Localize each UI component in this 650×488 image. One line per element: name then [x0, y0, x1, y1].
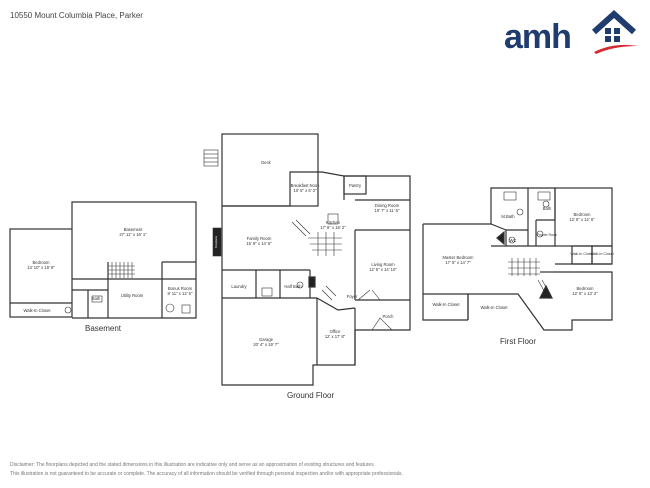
room-name: Master Bedroom — [443, 255, 474, 260]
room-name: Office — [330, 329, 342, 334]
room-name: Pantry — [349, 183, 362, 188]
room-name: Bedroom — [33, 260, 51, 265]
room-name: Bath — [92, 296, 101, 301]
room-name: Bonus Room — [168, 286, 193, 291]
room-name: Walk-In Closet — [590, 252, 613, 256]
first-floor-plan — [422, 187, 613, 331]
room-name: Basement — [124, 227, 144, 232]
property-address: 10550 Mount Columbia Place, Parker — [10, 11, 143, 20]
room-name: Walk-In Closet — [570, 252, 593, 256]
room-name: Half Bath — [284, 284, 302, 289]
room-name: Living Room — [371, 262, 395, 267]
disclaimer-line-2: This illustration is not guaranteed to b… — [10, 471, 403, 477]
ground-floor-plan — [203, 133, 411, 386]
room-name: Utility Room — [121, 293, 144, 298]
room-dims: 15' 8" x 14' 6" — [246, 241, 272, 246]
room-dims: 12' 6" x 12' 6" — [569, 217, 595, 222]
swoosh-icon — [594, 44, 638, 54]
room-name: Bedroom — [574, 212, 592, 217]
amh-logo: amh — [504, 9, 638, 56]
room-name: Garage — [259, 337, 274, 342]
room-dims: 17' 6" x 18' 2" — [320, 225, 346, 230]
room-name: Dining Room — [375, 203, 400, 208]
logo-wordmark: amh — [504, 18, 571, 56]
room-dims: 12' x 17' 8" — [325, 334, 346, 339]
disclaimer-line-1: Disclaimer: The floorplans depicted and … — [10, 462, 376, 468]
room-name: Bath — [543, 206, 552, 211]
room-name: M.Bath — [501, 214, 515, 219]
room-dims: 10' 5" x 6' 3" — [294, 188, 317, 193]
room-dims: 13' 10" x 16' 9" — [27, 265, 55, 270]
room-dims: 20' 4" x 19' 7" — [253, 342, 279, 347]
floor-label-basement: Basement — [85, 324, 122, 333]
floor-label-ground: Ground Floor — [287, 391, 335, 400]
room-name: Walk-In Closet — [480, 305, 508, 310]
room-name: Porch — [383, 314, 395, 319]
room-name: Breakfast Nook — [291, 183, 321, 188]
basement-plan — [9, 201, 197, 319]
room-dims: 8' 11" x 12' 5" — [168, 291, 193, 296]
room-name: Fireplace — [214, 236, 218, 249]
room-dims: 12' 5" x 14' 10" — [369, 267, 397, 272]
floor-label-first: First Floor — [500, 337, 536, 346]
room-name: Powder Room — [537, 233, 558, 237]
room-name: Deck — [261, 160, 271, 165]
disclaimer: Disclaimer: The floorplans depicted and … — [10, 461, 630, 479]
room-name: Bedroom — [577, 286, 595, 291]
room-dims: 27' 11" x 16' 1" — [119, 232, 147, 237]
room-name: Foyer — [347, 294, 358, 299]
room-name: Laundry — [231, 284, 247, 289]
room-name: Family Room — [247, 236, 272, 241]
room-dims: 10' 7" x 11' 6" — [375, 208, 400, 213]
room-dims: 17' 5" x 14' 7" — [445, 260, 471, 265]
house-icon — [591, 9, 637, 42]
room-dims: 12' 6" x 13' 2" — [572, 291, 598, 296]
room-name: Walk-In Closet — [432, 302, 460, 307]
room-name: WC — [510, 238, 517, 243]
room-name: Kitchen — [326, 220, 341, 225]
room-name: Walk-In Closet — [23, 308, 51, 313]
